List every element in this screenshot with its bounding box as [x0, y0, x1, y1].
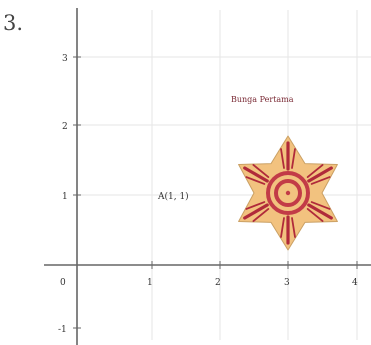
flower-ray-side [245, 201, 266, 210]
flower-ray-main [243, 166, 269, 183]
x-tick-label-0: 0 [60, 278, 66, 288]
flower-ray-side [280, 148, 285, 169]
flower-center-dot [285, 190, 291, 196]
flower-ray-side [291, 148, 296, 169]
flower-ray-side [310, 201, 331, 210]
y-tick-label-neg1: -1 [58, 325, 67, 335]
flower-ray-main [307, 203, 333, 220]
flower-ray-main [307, 166, 333, 183]
flower-ray-side [280, 217, 285, 238]
flower-outer-ring [266, 171, 310, 215]
y-tick-label-3: 3 [62, 54, 68, 64]
y-tick-label-1: 1 [62, 192, 68, 202]
x-tick-label-3: 3 [284, 278, 290, 288]
flower-ray-side [306, 164, 324, 178]
figure-label: Bunga Pertama [231, 95, 294, 104]
flower-ray-side [252, 208, 270, 222]
flower-ray-side [306, 208, 324, 222]
flower-ray-side [245, 176, 266, 185]
point-label: A(1, 1) [157, 191, 189, 202]
flower-ray-side [310, 176, 331, 185]
y-tick-label-2: 2 [62, 122, 68, 132]
x-tick-label-4: 4 [352, 278, 358, 288]
flower-ray-side [291, 217, 296, 238]
x-tick-label-2: 2 [215, 278, 221, 288]
flower-figure [238, 135, 338, 251]
flower-inner-ring [274, 179, 302, 207]
flower-ray-main [243, 203, 269, 220]
flower-ray-side [252, 164, 270, 178]
x-tick-label-1: 1 [147, 278, 153, 288]
axis-ticks [73, 56, 358, 329]
flower-rays [243, 141, 333, 245]
problem-number: 3. [3, 11, 23, 35]
